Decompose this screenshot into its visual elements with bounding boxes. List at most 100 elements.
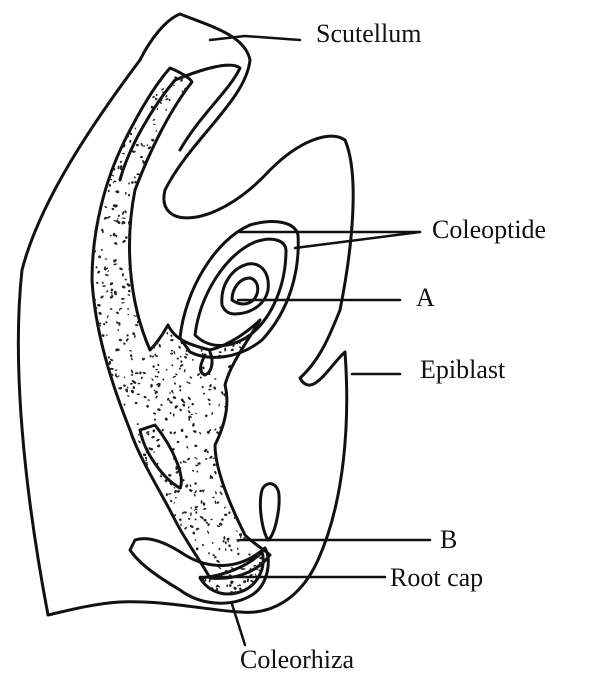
- stipple-dot: [226, 537, 230, 541]
- stipple-dot: [235, 530, 238, 532]
- stipple-dot: [184, 356, 188, 359]
- stipple-dot: [208, 389, 212, 390]
- stipple-dot: [239, 533, 243, 537]
- stipple-dot: [154, 389, 156, 391]
- stipple-dot: [192, 423, 195, 427]
- stipple-dot: [203, 518, 207, 521]
- stipple-dot: [96, 282, 99, 285]
- stipple-dot: [109, 184, 111, 187]
- stipple-dot: [130, 358, 133, 361]
- stipple-dot: [187, 457, 191, 461]
- stipple-dot: [222, 540, 225, 543]
- stipple-dot: [121, 285, 126, 289]
- stipple-dot: [209, 455, 213, 459]
- axis-slit: [140, 425, 181, 488]
- stipple-dot: [194, 494, 196, 497]
- stipple-dot: [128, 182, 130, 185]
- stipple-dot: [151, 355, 154, 358]
- stipple-dot: [110, 292, 113, 294]
- stipple-dot: [127, 395, 130, 397]
- stipple-dot: [181, 429, 184, 433]
- stipple-dot: [171, 350, 174, 352]
- stipple-dot: [194, 539, 196, 541]
- stipple-dot: [110, 308, 113, 311]
- stipple-dot: [160, 404, 163, 407]
- stipple-dot: [146, 144, 148, 146]
- stipple-dot: [169, 431, 172, 435]
- stipple-dot: [155, 395, 158, 399]
- stipple-dot: [113, 263, 117, 266]
- stipple-dot: [108, 190, 110, 193]
- label-a: A: [416, 283, 435, 312]
- stipple-dot: [134, 127, 137, 130]
- stipple-dot: [117, 214, 120, 217]
- stipple-dot: [131, 374, 134, 377]
- stipple-dot: [205, 521, 208, 524]
- stipple-dot: [160, 475, 163, 477]
- stipple-dot: [122, 217, 126, 218]
- stipple-dot: [140, 376, 143, 379]
- stipple-dot: [186, 446, 189, 449]
- stipple-dot: [110, 288, 113, 291]
- stipple-dot: [122, 211, 125, 215]
- stipple-dot: [125, 192, 127, 195]
- stipple-dot: [98, 311, 102, 315]
- stipple-dot: [135, 324, 139, 326]
- stipple-dot: [119, 160, 122, 163]
- stipple-dot: [131, 181, 134, 184]
- stipple-dot: [113, 181, 116, 184]
- stipple-dot: [135, 372, 139, 374]
- stipple-dot: [194, 444, 198, 447]
- stipple-dot: [168, 474, 172, 477]
- stipple-dot: [237, 585, 239, 587]
- stipple-dot: [101, 282, 104, 285]
- stipple-dot: [239, 584, 242, 587]
- stipple-dot: [215, 491, 217, 495]
- stipple-dot: [128, 194, 130, 197]
- stipple-dot: [154, 418, 157, 420]
- stipple-dot: [136, 173, 139, 175]
- stipple-dot: [98, 255, 102, 259]
- stipple-dot: [207, 530, 210, 534]
- stipple-dot: [133, 315, 135, 317]
- stipple-dot: [185, 484, 189, 488]
- stipple-dot: [190, 507, 192, 509]
- stipple-dot: [202, 544, 205, 547]
- stipple-dot: [152, 429, 155, 432]
- stipple-dot: [126, 334, 128, 336]
- stipple-dot: [212, 496, 215, 498]
- stipple-dot: [214, 471, 217, 475]
- stipple-dot: [192, 470, 195, 472]
- stipple-dot: [124, 210, 127, 214]
- label-coleoptide: Coleoptide: [432, 215, 546, 244]
- stipple-dot: [121, 302, 125, 304]
- stipple-dot: [214, 500, 216, 504]
- stipple-dot: [185, 353, 189, 356]
- stipple-dot: [165, 97, 169, 100]
- stipple-dot: [214, 428, 217, 431]
- stipple-dot: [194, 490, 197, 494]
- stipple-dot: [203, 508, 207, 511]
- stipple-dot: [117, 218, 119, 220]
- stipple-dot: [194, 482, 197, 485]
- stipple-dot: [179, 364, 183, 368]
- stipple-dot: [180, 360, 183, 363]
- stipple-dot: [124, 404, 126, 406]
- stipple-dot: [180, 356, 182, 358]
- stipple-dot: [233, 586, 237, 590]
- epiblast-lobe: [260, 484, 279, 540]
- stipple-dot: [212, 463, 215, 466]
- stipple-dot: [130, 389, 134, 394]
- stipple-dot: [129, 350, 132, 352]
- stipple-dot: [218, 403, 220, 406]
- stipple-dot: [179, 408, 183, 412]
- stipple-dot: [194, 518, 197, 521]
- stipple-dot: [166, 493, 168, 496]
- stipple-dot: [209, 384, 212, 388]
- leader-scutellum: [210, 36, 300, 40]
- stipple-dot: [199, 432, 202, 435]
- stipple-dot: [162, 378, 165, 381]
- stipple-dot: [179, 389, 181, 391]
- stipple-dot: [182, 403, 186, 407]
- stipple-dot: [195, 464, 198, 466]
